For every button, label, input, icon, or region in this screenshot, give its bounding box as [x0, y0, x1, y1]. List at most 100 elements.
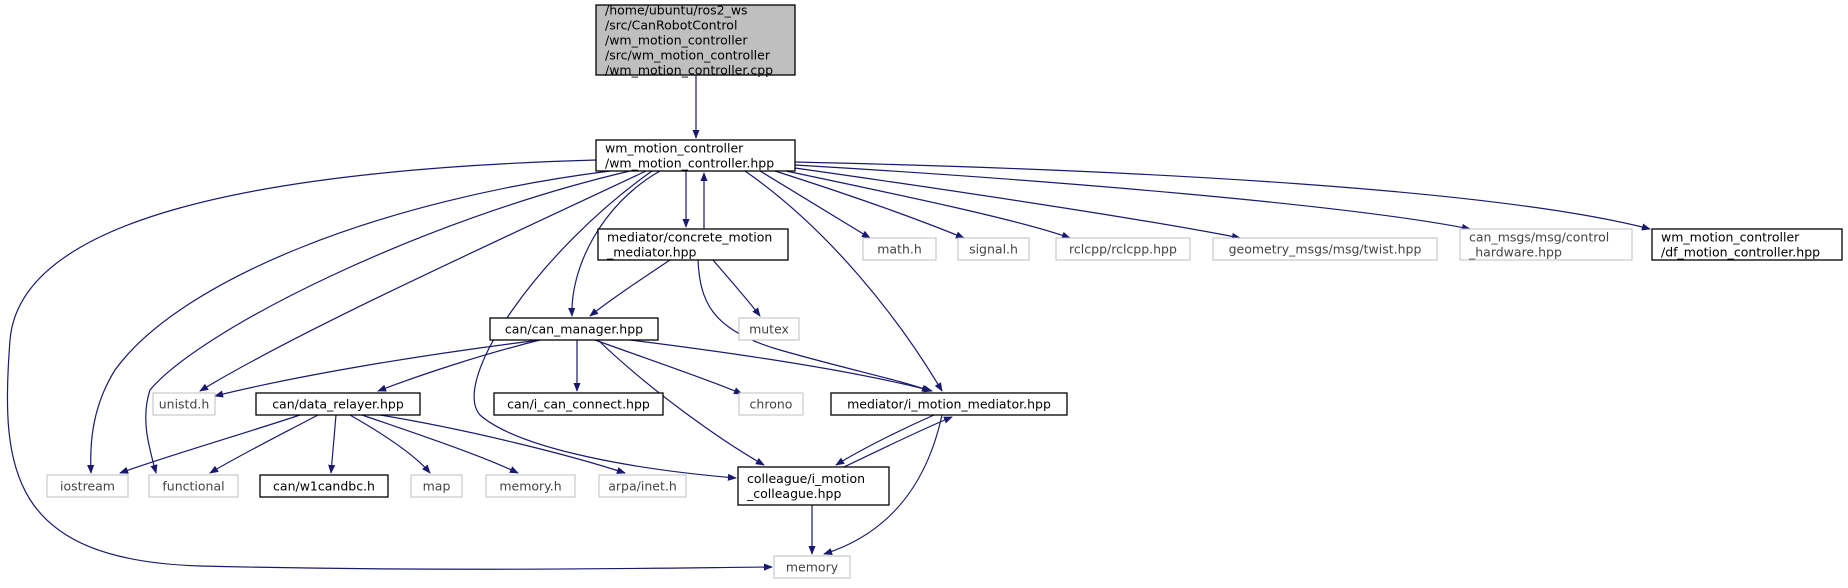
node-label-df-1: /df_motion_controller.hpp: [1661, 245, 1820, 260]
edge-wm_hpp-to-twist: [794, 167, 1241, 240]
node-label-unistd-0: unistd.h: [159, 397, 210, 412]
node-label-df-0: wm_motion_controller: [1661, 230, 1800, 245]
node-label-inet-0: arpa/inet.h: [608, 479, 677, 494]
edge-wm_hpp-to-canmgr: [568, 170, 661, 317]
edge-relayer-to-w1candbc: [328, 414, 337, 474]
node-box-iconnect: [493, 392, 664, 416]
node-box-canmgr: [489, 317, 659, 341]
file-nodes: /home/ubuntu/ros2_ws/src/CanRobotControl…: [46, 3, 1843, 579]
node-label-canmgr-0: can/can_manager.hpp: [505, 322, 643, 337]
edge-relayer-to-memoryh: [361, 414, 519, 474]
node-memory: memory: [773, 555, 851, 579]
node-box-twist: [1212, 237, 1438, 261]
edge-wm_hpp-to-unistd: [199, 170, 647, 392]
edge-imediator-to-memory: [823, 414, 943, 555]
dependency-edges: [6, 75, 1651, 571]
node-label-chrono-0: chrono: [750, 397, 793, 412]
edge-wm_hpp-to-rclcpp: [785, 170, 1071, 239]
node-label-iconnect-0: can/i_can_connect.hpp: [507, 397, 650, 412]
node-imediator[interactable]: mediator/i_motion_mediator.hpp: [830, 392, 1068, 416]
node-label-map-0: map: [423, 479, 451, 494]
node-label-math-0: math.h: [877, 242, 922, 257]
node-box-unistd: [152, 392, 216, 416]
edge-relayer-to-iostream: [119, 414, 301, 474]
edge-wm_hpp-to-canmsgs: [794, 164, 1471, 231]
node-inet: arpa/inet.h: [598, 474, 687, 498]
node-memoryh: memory.h: [485, 474, 576, 498]
node-box-rclcpp: [1055, 237, 1191, 261]
edge-relayer-to-map: [349, 414, 431, 474]
node-label-root-3: /src/wm_motion_controller: [605, 48, 771, 63]
node-box-df: [1651, 228, 1843, 261]
node-iostream: iostream: [46, 474, 129, 498]
node-label-memoryh-0: memory.h: [499, 479, 561, 494]
edge-canmgr-to-imediator: [629, 339, 933, 393]
edge-wm_hpp-to-signal: [774, 170, 965, 239]
node-box-functional: [148, 474, 239, 498]
node-box-math: [862, 237, 937, 261]
node-root[interactable]: /home/ubuntu/ros2_ws/src/CanRobotControl…: [595, 3, 796, 78]
node-label-functional-0: functional: [162, 479, 224, 494]
node-box-chrono: [738, 392, 804, 416]
edge-wm_hpp-to-memory: [6, 159, 773, 571]
node-label-colleague-0: colleague/i_motion: [747, 471, 865, 486]
edge-concrete-to-canmgr: [589, 259, 671, 317]
node-iconnect[interactable]: can/i_can_connect.hpp: [493, 392, 664, 416]
node-box-relayer: [255, 392, 421, 416]
node-label-iostream-0: iostream: [60, 479, 115, 494]
node-label-w1candbc-0: can/w1candbc.h: [273, 479, 375, 494]
node-label-mutex-0: mutex: [749, 322, 789, 337]
edge-wm_hpp-to-df: [794, 161, 1651, 231]
node-box-imediator: [830, 392, 1068, 416]
node-label-wm_hpp-0: wm_motion_controller: [605, 141, 744, 156]
edge-wm_hpp-to-colleague: [473, 170, 737, 481]
node-box-concrete: [597, 228, 789, 261]
edge-concrete-to-mutex: [712, 259, 761, 317]
node-box-iostream: [46, 474, 129, 498]
node-canmsgs: can_msgs/msg/control_hardware.hpp: [1459, 228, 1633, 261]
edge-canmgr-to-colleague: [597, 339, 765, 466]
node-label-signal-0: signal.h: [969, 242, 1018, 257]
node-canmgr[interactable]: can/can_manager.hpp: [489, 317, 659, 341]
node-box-w1candbc: [259, 474, 389, 498]
node-chrono: chrono: [738, 392, 804, 416]
node-box-wm_hpp: [595, 139, 796, 172]
node-box-root: [595, 4, 796, 76]
node-map: map: [410, 474, 463, 498]
node-label-relayer-0: can/data_relayer.hpp: [272, 397, 404, 412]
node-box-canmsgs: [1459, 228, 1633, 261]
node-box-signal: [957, 237, 1030, 261]
edge-concrete-to-imediator: [697, 259, 931, 392]
node-math: math.h: [862, 237, 937, 261]
edge-wm_hpp-to-functional: [145, 170, 631, 474]
node-signal: signal.h: [957, 237, 1030, 261]
edge-canmgr-to-chrono: [594, 339, 743, 395]
node-unistd: unistd.h: [152, 392, 216, 416]
node-concrete[interactable]: mediator/concrete_motion_mediator.hpp: [597, 228, 789, 261]
node-wm_hpp[interactable]: wm_motion_controller/wm_motion_controlle…: [595, 139, 796, 172]
edge-relayer-to-functional: [209, 414, 319, 474]
node-colleague[interactable]: colleague/i_motion_colleague.hpp: [737, 466, 890, 506]
node-label-concrete-1: _mediator.hpp: [606, 245, 697, 260]
node-df[interactable]: wm_motion_controller/df_motion_controlle…: [1651, 228, 1843, 261]
node-label-root-0: /home/ubuntu/ros2_ws: [605, 3, 748, 18]
node-label-root-1: /src/CanRobotControl: [605, 18, 737, 33]
node-label-root-2: /wm_motion_controller: [605, 33, 748, 48]
node-w1candbc[interactable]: can/w1candbc.h: [259, 474, 389, 498]
edge-wm_hpp-to-math: [759, 170, 871, 239]
edge-canmgr-to-relayer: [377, 339, 541, 392]
node-relayer[interactable]: can/data_relayer.hpp: [255, 392, 421, 416]
node-box-mutex: [738, 317, 800, 341]
node-label-rclcpp-0: rclcpp/rclcpp.hpp: [1069, 242, 1177, 257]
node-label-canmsgs-1: _hardware.hpp: [1468, 245, 1562, 260]
node-box-colleague: [737, 466, 890, 506]
node-box-map: [410, 474, 463, 498]
node-twist: geometry_msgs/msg/twist.hpp: [1212, 237, 1438, 261]
edge-canmgr-to-unistd: [214, 339, 541, 398]
edge-wm_hpp-to-imediator: [744, 170, 943, 392]
edge-relayer-to-inet: [379, 414, 626, 474]
edge-colleague-to-imediator: [843, 416, 953, 468]
node-box-inet: [598, 474, 687, 498]
node-rclcpp: rclcpp/rclcpp.hpp: [1055, 237, 1191, 261]
